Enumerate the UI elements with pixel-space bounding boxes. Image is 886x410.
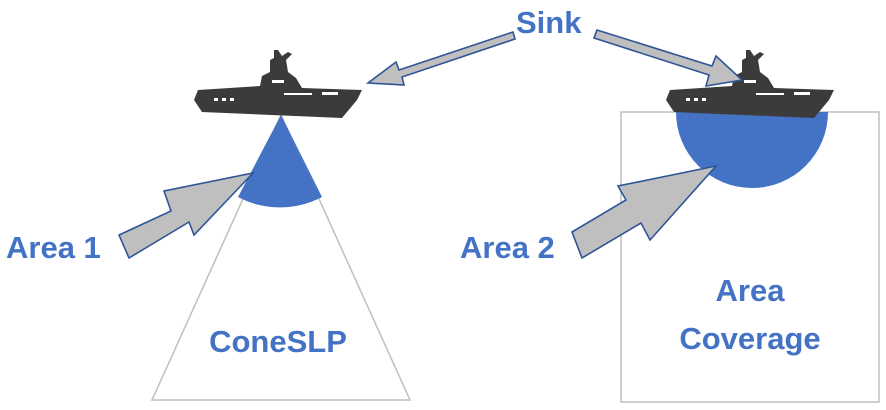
coverage-label-line2: Coverage bbox=[679, 321, 820, 356]
ship-icon bbox=[194, 50, 362, 118]
area2-label: Area 2 bbox=[460, 230, 555, 265]
coverage-label-line1: Area bbox=[716, 273, 786, 308]
area1-label: Area 1 bbox=[6, 230, 101, 265]
sink-to-left-ship-arrow bbox=[365, 30, 516, 86]
ship-icon bbox=[666, 50, 834, 118]
coneslp-label: ConeSLP bbox=[209, 324, 347, 359]
sink-label: Sink bbox=[516, 5, 582, 40]
area1-to-cone-arrow bbox=[117, 171, 256, 260]
sink-to-right-ship-arrow bbox=[592, 29, 744, 87]
area2-to-coverage-arrow bbox=[571, 164, 719, 260]
cone-sector bbox=[238, 115, 322, 208]
cone-outline bbox=[150, 113, 412, 401]
